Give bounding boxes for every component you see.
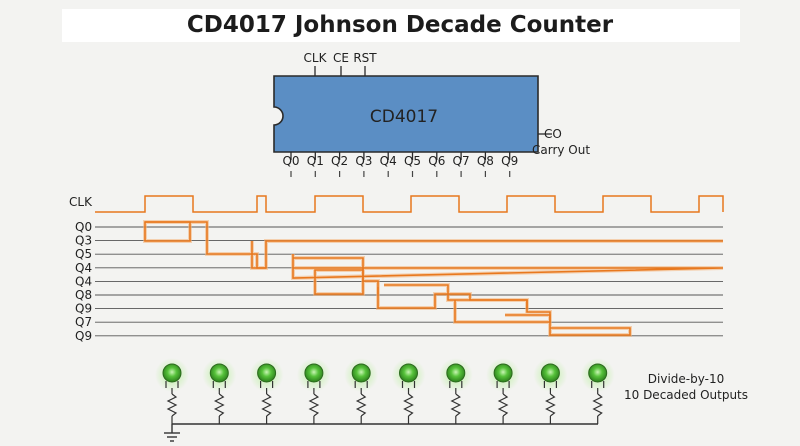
- top-pin-label: CE: [333, 51, 349, 65]
- q0-waveform: [144, 221, 191, 242]
- q9-waveform: [377, 287, 528, 309]
- output-waveforms: [143, 220, 724, 337]
- bottom-pin-label: Q2: [331, 154, 348, 168]
- title-background: [62, 9, 740, 42]
- timing-row-label: Q8: [75, 288, 92, 302]
- resistor-icon: [166, 393, 178, 417]
- bottom-pin-label: Q7: [453, 154, 470, 168]
- led-icon: [580, 358, 615, 394]
- resistor-icon: [355, 393, 367, 417]
- carry-out-pin-label: CO: [544, 127, 562, 141]
- chip-body: [273, 75, 539, 153]
- led-icon: [202, 358, 237, 394]
- timing-row-label: Q4: [75, 274, 92, 288]
- top-pin-label: CLK: [304, 51, 328, 65]
- bottom-pin-label: Q8: [477, 154, 494, 168]
- q5-waveform: [251, 241, 266, 269]
- led-icon: [438, 358, 473, 394]
- led-icon: [486, 358, 521, 394]
- led-caption-line1: Divide-by-10: [648, 372, 724, 386]
- timing-row-label: Q9: [75, 329, 92, 343]
- resistor-icon: [213, 393, 225, 417]
- diagram-title: CD4017 Johnson Decade Counter: [186, 12, 614, 38]
- q3-waveform: [145, 221, 723, 269]
- led-icon: [344, 358, 379, 394]
- led-array: [155, 358, 615, 442]
- resistor-icon: [403, 393, 414, 417]
- clock-waveform: [95, 195, 724, 213]
- led-icon: [533, 358, 568, 394]
- led-icon: [155, 358, 189, 394]
- bottom-pin-label: Q6: [428, 154, 445, 168]
- q7-waveform: [384, 284, 551, 323]
- led-icon: [249, 358, 284, 394]
- timing-grid: [95, 226, 723, 337]
- resistor-icon: [497, 393, 509, 417]
- timing-row-label: Q9: [75, 302, 92, 316]
- timing-row-label: Q3: [75, 234, 92, 248]
- bottom-pin-label: Q3: [355, 154, 372, 168]
- timing-row-label: Q5: [75, 247, 92, 261]
- resistor-icon: [592, 393, 604, 417]
- top-pin-label: RST: [353, 51, 377, 65]
- led-group: [155, 358, 615, 424]
- q4b-waveform: [314, 269, 364, 295]
- chip-name: CD4017: [370, 107, 438, 127]
- bottom-pin-label: Q9: [501, 154, 518, 168]
- bottom-pin-label: Q5: [404, 154, 421, 168]
- led-caption-line2: 10 Decaded Outputs: [624, 388, 748, 402]
- resistor-icon: [261, 393, 272, 417]
- q8-waveform: [293, 257, 379, 294]
- led-icon: [391, 358, 426, 394]
- clock-label: CLK: [69, 195, 93, 209]
- resistor-icon: [545, 393, 556, 417]
- resistor-icon: [308, 393, 320, 417]
- bottom-pin-label: Q0: [282, 154, 299, 168]
- top-pin-group: CLK CE RST: [304, 51, 377, 76]
- carry-out-label: Carry Out: [532, 143, 590, 157]
- led-icon: [296, 358, 331, 394]
- q4-waveform: [292, 254, 724, 279]
- timing-row-label: Q4: [75, 261, 92, 275]
- bottom-pin-group: Q0 Q1 Q2 Q3 Q4 Q5 Q6 Q7 Q8 Q9: [282, 152, 518, 177]
- q9b-waveform: [505, 314, 631, 336]
- bottom-pin-label: Q4: [380, 154, 397, 168]
- resistor-icon: [450, 393, 462, 417]
- timing-row-label: Q7: [75, 315, 92, 329]
- timing-row-label: Q0: [75, 220, 92, 234]
- ground-symbol-icon: [164, 424, 180, 442]
- bottom-pin-label: Q1: [307, 154, 324, 168]
